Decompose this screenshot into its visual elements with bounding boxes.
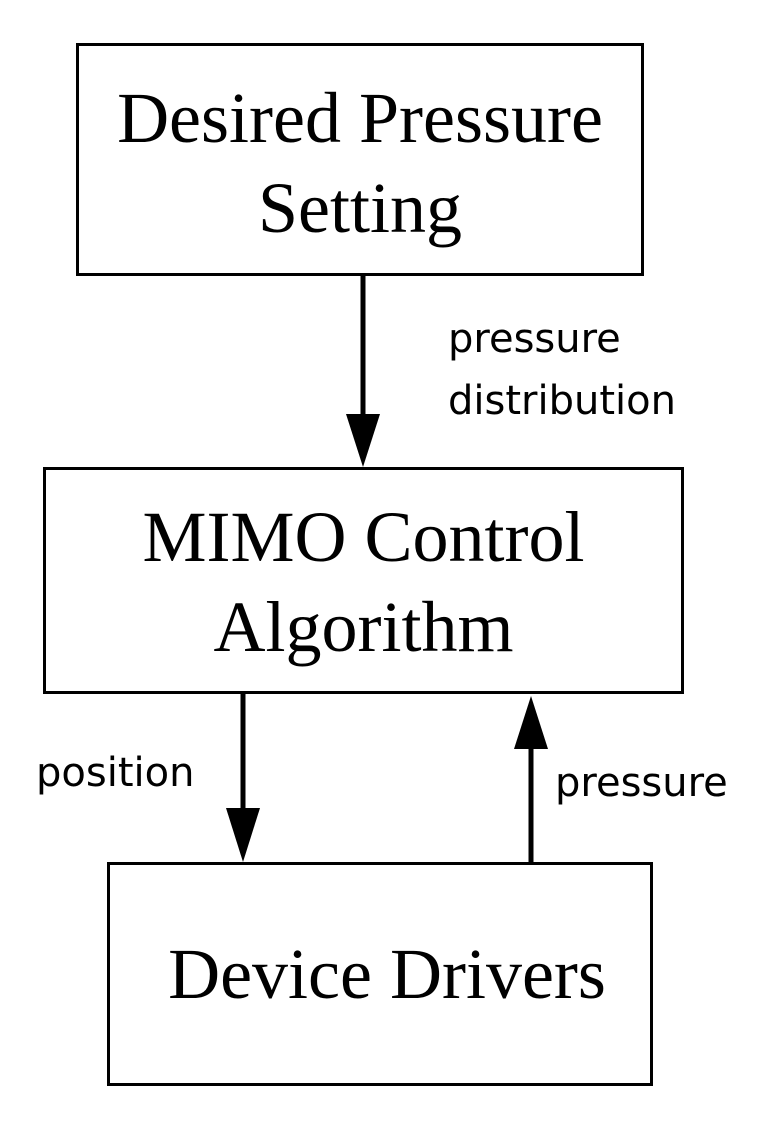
pressure-distribution-line1: pressure — [448, 316, 621, 362]
position-label: position — [36, 750, 195, 796]
mimo-control-line1: MIMO Control — [142, 496, 585, 577]
desired-pressure-line2: Setting — [257, 167, 462, 248]
arrow-mimo-to-drivers — [226, 694, 260, 862]
desired-pressure-setting-block: Desired Pressure Setting — [76, 43, 644, 276]
device-drivers-block: Device Drivers — [107, 862, 653, 1086]
pressure-distribution-line2: distribution — [448, 378, 676, 424]
mimo-control-line2: Algorithm — [213, 586, 514, 667]
device-drivers-label: Device Drivers — [168, 934, 606, 1014]
desired-pressure-line1: Desired Pressure — [117, 77, 603, 158]
arrow-desired-to-mimo — [346, 276, 380, 467]
mimo-control-algorithm-block: MIMO Control Algorithm — [43, 467, 684, 694]
arrow-drivers-to-mimo — [514, 696, 548, 862]
pressure-feedback-label: pressure — [555, 760, 728, 806]
pressure-distribution-label: pressure distribution — [448, 308, 676, 432]
